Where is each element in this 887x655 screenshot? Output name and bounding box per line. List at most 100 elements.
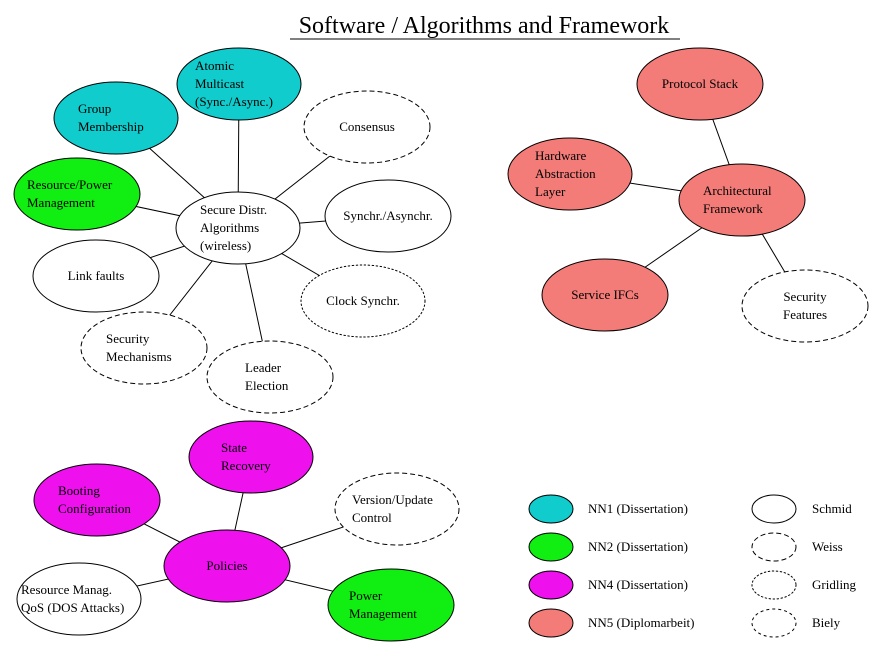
node-label-line: Management bbox=[27, 195, 95, 210]
node-label-line: Synchr./Asynchr. bbox=[343, 208, 433, 223]
node-label-line: Policies bbox=[206, 558, 247, 573]
node-ellipse bbox=[33, 463, 161, 537]
legend-color-NN5: NN5 (Diplomarbeit) bbox=[528, 608, 695, 638]
node-ellipse bbox=[16, 562, 142, 636]
legend-style-Schmid: Schmid bbox=[751, 494, 852, 524]
node-label-line: Architectural bbox=[703, 183, 772, 198]
node-label-line: Hardware bbox=[535, 148, 586, 163]
node-ellipse bbox=[334, 472, 460, 546]
node-ellipse bbox=[53, 81, 179, 155]
node-label-line: Leader bbox=[245, 360, 282, 375]
node-label-line: Protocol Stack bbox=[662, 76, 739, 91]
node-label-line: Service IFCs bbox=[571, 287, 639, 302]
node-label-line: (Sync./Async.) bbox=[195, 94, 273, 109]
node-ellipse bbox=[206, 340, 334, 414]
node-link-faults: Link faults bbox=[32, 239, 160, 313]
node-label-line: Features bbox=[783, 307, 827, 322]
legend-swatch bbox=[528, 494, 574, 524]
node-policies: Policies bbox=[163, 529, 291, 603]
node-ellipse bbox=[188, 420, 314, 494]
node-label-line: Framework bbox=[703, 201, 763, 216]
node-label-line: Booting bbox=[58, 483, 100, 498]
node-ellipse bbox=[176, 47, 302, 121]
node-label-line: Group bbox=[78, 101, 111, 116]
node-label-line: Layer bbox=[535, 184, 566, 199]
node-ellipse bbox=[741, 269, 869, 343]
node-label-line: Algorithms bbox=[200, 220, 259, 235]
node-clock-synchr: Clock Synchr. bbox=[300, 264, 426, 338]
legend-color-NN4: NN4 (Dissertation) bbox=[528, 570, 688, 600]
legend-style-Weiss: Weiss bbox=[751, 532, 843, 562]
node-label-line: Power bbox=[349, 588, 383, 603]
legend-label: Biely bbox=[812, 615, 841, 630]
node-protocol-stack: Protocol Stack bbox=[636, 47, 764, 121]
legend-style-Gridling: Gridling bbox=[751, 570, 857, 600]
node-ellipse bbox=[175, 191, 301, 265]
node-label-line: Consensus bbox=[339, 119, 395, 134]
node-ellipse bbox=[303, 90, 431, 164]
legend-label: NN5 (Diplomarbeit) bbox=[588, 615, 695, 630]
legend-swatch bbox=[528, 608, 574, 638]
node-ellipse bbox=[32, 239, 160, 313]
node-label-line: (wireless) bbox=[200, 238, 251, 253]
legend-label: Schmid bbox=[812, 501, 852, 516]
node-ellipse bbox=[80, 311, 208, 385]
node-label-line: Atomic bbox=[195, 58, 234, 73]
node-label-line: Security bbox=[106, 331, 150, 346]
node-ellipse bbox=[507, 137, 633, 211]
node-ellipse bbox=[324, 179, 452, 253]
legend-style-Biely: Biely bbox=[751, 608, 841, 638]
node-label-line: Resource/Power bbox=[27, 177, 113, 192]
legend-label: NN4 (Dissertation) bbox=[588, 577, 688, 592]
legend-swatch bbox=[528, 570, 574, 600]
node-consensus: Consensus bbox=[303, 90, 431, 164]
node-label-line: Version/Update bbox=[352, 492, 433, 507]
node-label-line: Control bbox=[352, 510, 392, 525]
node-service-ifcs: Service IFCs bbox=[541, 258, 669, 332]
node-synchr-asynchr: Synchr./Asynchr. bbox=[324, 179, 452, 253]
node-label-line: Abstraction bbox=[535, 166, 596, 181]
node-label-line: Recovery bbox=[221, 458, 271, 473]
node-label-line: Multicast bbox=[195, 76, 244, 91]
nodes-layer: Secure Distr. Algorithms (wireless) AtomicM… bbox=[13, 47, 869, 642]
node-label-line: Election bbox=[245, 378, 289, 393]
node-ellipse bbox=[13, 157, 141, 231]
node-ellipse bbox=[163, 529, 291, 603]
legend-color-NN2: NN2 (Dissertation) bbox=[528, 532, 688, 562]
legend-label: NN1 (Dissertation) bbox=[588, 501, 688, 516]
node-label-line: Link faults bbox=[68, 268, 125, 283]
legend-label: Gridling bbox=[812, 577, 857, 592]
legend-border-sample bbox=[751, 532, 797, 562]
node-label-line: QoS (DOS Attacks) bbox=[21, 600, 124, 615]
node-ellipse bbox=[541, 258, 669, 332]
node-label-line: Security bbox=[783, 289, 827, 304]
legend-label: NN2 (Dissertation) bbox=[588, 539, 688, 554]
node-ellipse bbox=[300, 264, 426, 338]
node-label-line: State bbox=[221, 440, 247, 455]
legend-swatch bbox=[528, 532, 574, 562]
node-resource-manag-qos: Resource Manag. QoS (DOS Attacks) bbox=[16, 562, 142, 636]
legend-color-NN1: NN1 (Dissertation) bbox=[528, 494, 688, 524]
node-ellipse bbox=[327, 568, 455, 642]
node-label-line: Configuration bbox=[58, 501, 131, 516]
node-secure-distr: Secure Distr. Algorithms (wireless) bbox=[175, 191, 301, 265]
legend-border-sample bbox=[751, 608, 797, 638]
legend-border-sample bbox=[751, 570, 797, 600]
node-label-line: Resource Manag. bbox=[21, 582, 112, 597]
node-label-line: Mechanisms bbox=[106, 349, 172, 364]
node-label-line: Secure Distr. bbox=[200, 202, 267, 217]
diagram-title: Software / Algorithms and Framework bbox=[299, 13, 670, 39]
